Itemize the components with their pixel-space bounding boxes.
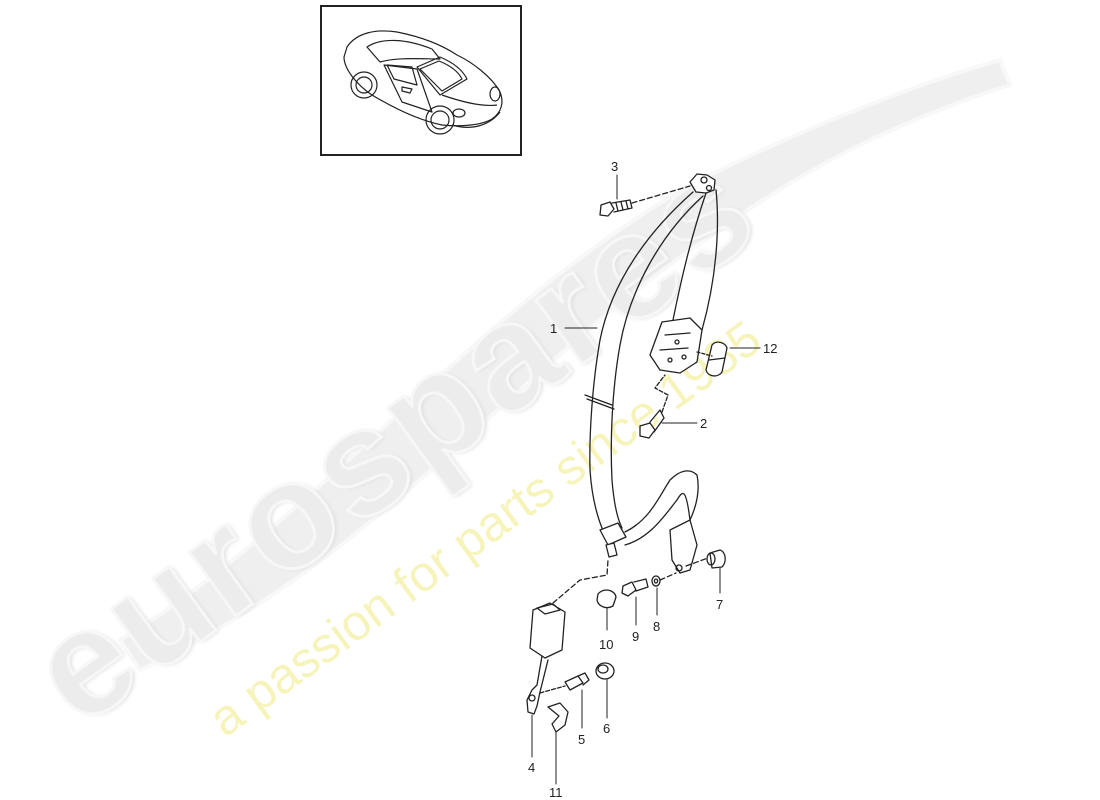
callout-11: 11 [549,785,563,800]
callout-9: 9 [632,629,640,644]
callout-4: 4 [528,760,536,775]
bolt-part-3 [599,199,633,217]
callout-6: 6 [603,721,611,736]
leader-lines [531,174,761,785]
bolt-part-9 [621,578,649,597]
car-icon [343,30,503,135]
callout-10: 10 [599,637,614,652]
vehicle-thumbnail [320,5,522,156]
bolt-part-2 [639,409,665,439]
bolt-part-5 [564,672,590,691]
callout-3: 3 [611,159,619,174]
belt-strap-part-1 [584,173,719,574]
callout-7: 7 [716,597,724,612]
spacer-part-7 [706,549,726,569]
callout-5: 5 [578,732,586,747]
callout-2: 2 [700,416,708,431]
height-adjuster [649,317,703,374]
buckle-part-4 [526,602,566,715]
washer-part-8 [651,575,661,587]
callout-8: 8 [653,619,661,634]
cap-part-6 [595,662,615,680]
callout-12: 12 [763,341,778,356]
clip-part-11 [547,702,569,733]
cap-part-10 [596,589,617,609]
callout-1: 1 [550,321,558,336]
cover-cap-part-12 [705,341,728,377]
